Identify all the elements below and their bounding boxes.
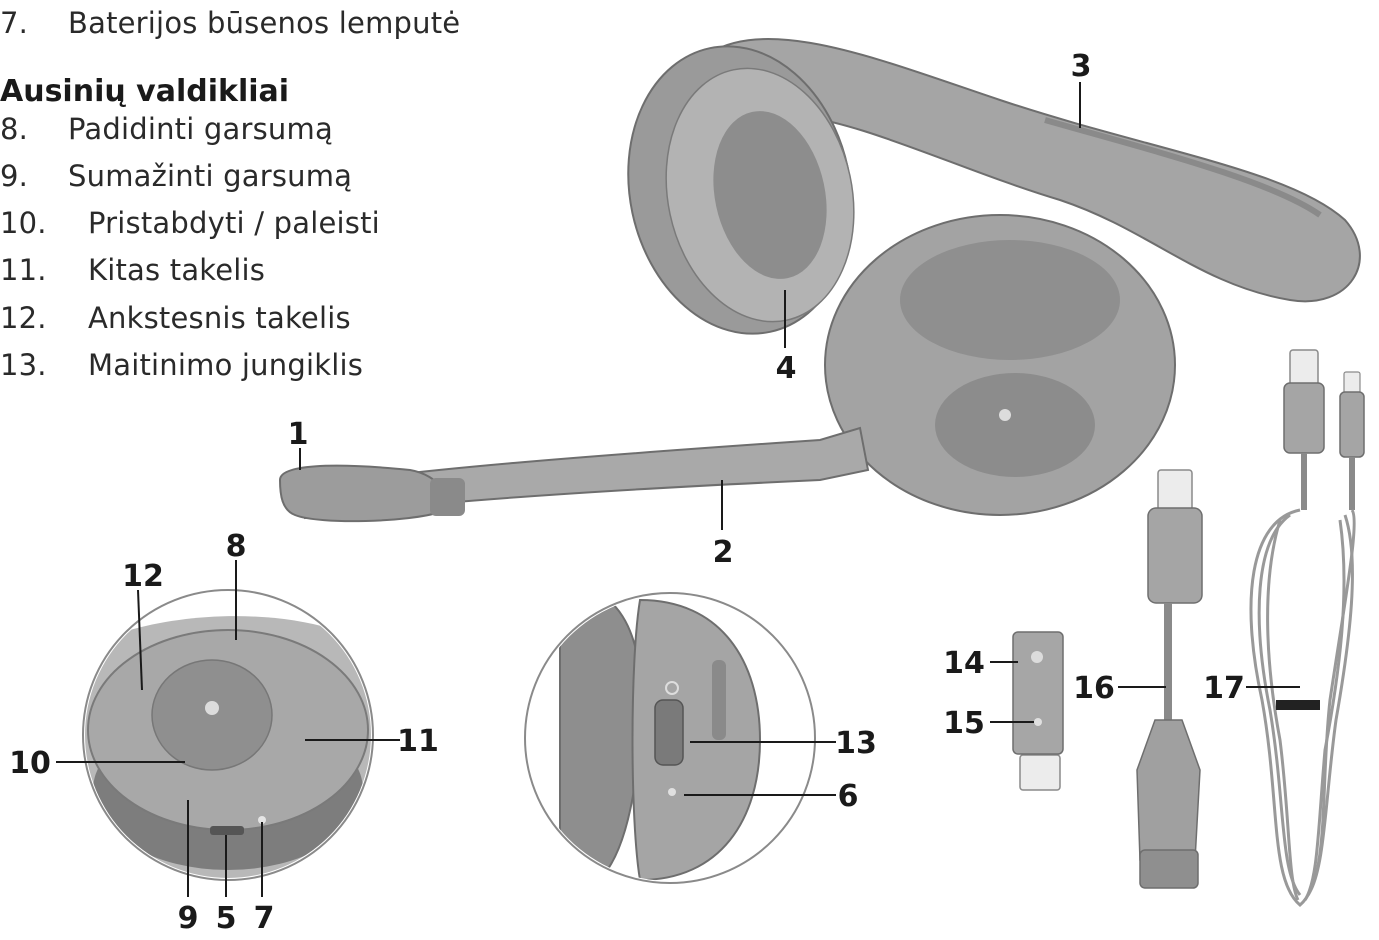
receiver-connector xyxy=(1019,754,1061,791)
usb-receiver xyxy=(1012,631,1064,791)
receiver-body xyxy=(1012,631,1064,755)
charging-port xyxy=(210,826,244,835)
legend-num: 10. xyxy=(0,206,47,240)
legend-num: 12. xyxy=(0,301,47,335)
legend-label: Sumažinti garsumą xyxy=(68,159,353,193)
mic-joint xyxy=(430,478,465,516)
legend-num: 9. xyxy=(0,159,29,193)
callout-14: 14 xyxy=(943,646,985,681)
usb-extension-cable xyxy=(1136,469,1203,889)
legend-num: 8. xyxy=(0,112,29,146)
callout-10: 10 xyxy=(9,746,51,781)
logitech-logo-icon xyxy=(205,701,219,715)
callout-12: 12 xyxy=(122,559,164,594)
callout-17: 17 xyxy=(1203,671,1245,706)
usb-plug-housing xyxy=(1147,507,1203,604)
callout-8: 8 xyxy=(226,529,247,564)
charging-usb-plug xyxy=(1289,349,1319,386)
status-led xyxy=(668,788,676,796)
connect-button xyxy=(1034,718,1042,726)
callout-4: 4 xyxy=(776,351,797,386)
leader-lines xyxy=(56,82,1300,897)
ear-pad-left xyxy=(713,111,827,279)
callout-2: 2 xyxy=(713,535,734,570)
legend-label: Pristabdyti / paleisti xyxy=(88,206,380,240)
legend-num: 7. xyxy=(0,6,29,40)
battery-led xyxy=(258,816,266,824)
coiled-wire xyxy=(1249,508,1356,907)
legend-label: Ankstesnis takelis xyxy=(88,301,351,335)
callout-3: 3 xyxy=(1071,49,1092,84)
legend-label: Baterijos būsenos lemputė xyxy=(68,6,461,40)
legend-label: Kitas takelis xyxy=(88,253,266,287)
mini-usb-plug xyxy=(1343,371,1361,395)
callout-7: 7 xyxy=(254,901,275,936)
callout-13: 13 xyxy=(835,726,877,761)
callout-16: 16 xyxy=(1073,671,1115,706)
cable-tie xyxy=(1276,700,1320,710)
ear-cushion-right xyxy=(900,240,1120,360)
callout-15: 15 xyxy=(943,706,985,741)
power-switch xyxy=(654,699,684,766)
headset-illustration xyxy=(278,38,1361,523)
microphone xyxy=(278,464,447,523)
callout-9: 9 xyxy=(178,901,199,936)
charging-cable xyxy=(1249,349,1365,907)
legend-label: Maitinimo jungiklis xyxy=(88,348,364,382)
neckband xyxy=(698,38,1361,303)
legend-label: Padidinti garsumą xyxy=(68,112,333,146)
callout-5: 5 xyxy=(216,901,237,936)
legend-num: 13. xyxy=(0,348,47,382)
callout-6: 6 xyxy=(838,779,859,814)
controls-closeup xyxy=(82,589,374,881)
power-closeup xyxy=(524,592,816,884)
power-icon xyxy=(665,681,679,695)
logitech-logo-icon xyxy=(999,409,1011,421)
callout-numbers: 1 2 3 4 5 6 7 8 9 10 11 12 13 14 15 16 1… xyxy=(9,49,1245,936)
neckband-stripe xyxy=(1044,117,1322,218)
logo-plate xyxy=(935,373,1095,477)
usb-socket xyxy=(1139,849,1199,889)
callout-11: 11 xyxy=(397,724,439,759)
callout-1: 1 xyxy=(288,417,309,452)
usb-socket-housing xyxy=(1136,719,1201,861)
usb-a-plug xyxy=(1157,469,1193,511)
logitech-logo-icon xyxy=(1031,651,1043,663)
legend-num: 11. xyxy=(0,253,47,287)
legend-heading: Ausinių valdikliai xyxy=(0,74,290,109)
